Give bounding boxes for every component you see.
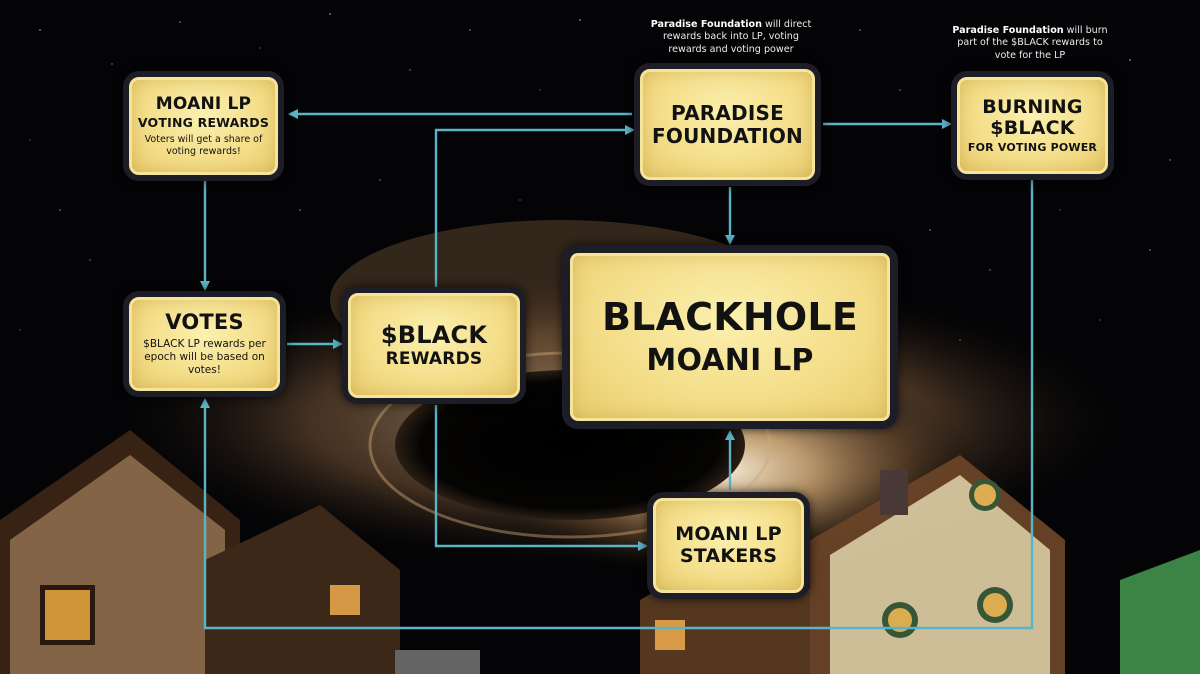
burning-line1: BURNING: [982, 95, 1083, 118]
burning-black-box: BURNING $BLACK FOR VOTING POWER: [951, 71, 1114, 180]
black-rewards-box: $BLACK REWARDS: [342, 287, 526, 404]
votes-title: VOTES: [165, 309, 244, 334]
votes-box: VOTES $BLACK LP rewards per epoch will b…: [123, 291, 286, 397]
burning-line3: FOR VOTING POWER: [967, 141, 1098, 155]
voting-rewards-subtitle: VOTING REWARDS: [137, 114, 270, 130]
blackhole-line2: MOANI LP: [646, 343, 814, 379]
voting-rewards-title: MOANI LP: [155, 93, 252, 114]
blackhole-line1: BLACKHOLE: [602, 294, 858, 339]
paradise-line2: FOUNDATION: [652, 123, 803, 148]
moani-lp-voting-rewards-box: MOANI LP VOTING REWARDS Voters will get …: [123, 71, 284, 181]
stakers-line1: MOANI LP: [675, 523, 782, 546]
blackhole-moani-lp-box: BLACKHOLE MOANI LP: [562, 245, 898, 429]
note-burning: Paradise Foundation will burn part of th…: [952, 25, 1108, 61]
stakers-line2: STAKERS: [679, 544, 778, 567]
note-paradise: Paradise Foundation will direct rewards …: [650, 19, 812, 55]
paradise-foundation-box: PARADISE FOUNDATION: [634, 63, 821, 186]
voting-rewards-desc: Voters will get a share of voting reward…: [144, 133, 263, 157]
moani-lp-stakers-box: MOANI LP STAKERS: [647, 492, 810, 599]
black-rewards-line1: $BLACK: [380, 320, 488, 349]
flow-arrows: [200, 109, 1034, 630]
burning-line2: $BLACK: [990, 116, 1075, 139]
paradise-line1: PARADISE: [671, 101, 784, 126]
votes-desc: $BLACK LP rewards per epoch will be base…: [143, 338, 266, 377]
black-rewards-line2: REWARDS: [385, 349, 483, 370]
